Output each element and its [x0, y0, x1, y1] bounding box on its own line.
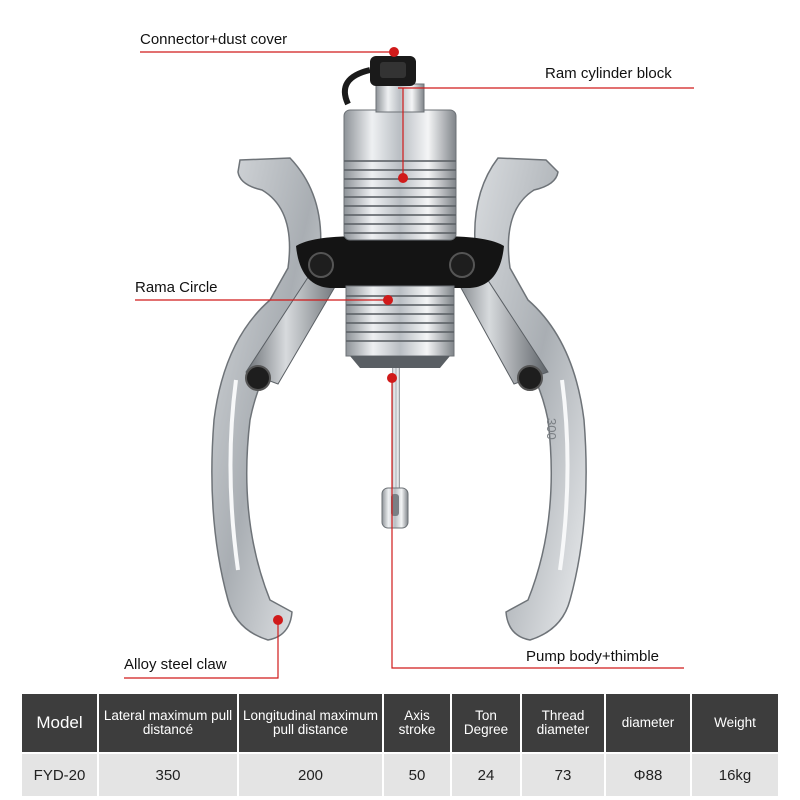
spec-header-longitudinal: Longitudinal maximum pull distance [238, 694, 384, 753]
spec-header-axis-stroke: Axis stroke [383, 694, 452, 753]
right-claw-arm: 300 [473, 157, 587, 641]
rama-circle-yoke [296, 236, 504, 288]
spec-cell-axis-stroke: 50 [383, 752, 452, 796]
pivot-bolts [245, 252, 543, 391]
spec-cell-model: FYD-20 [22, 752, 99, 796]
ram-cylinder-block [343, 109, 457, 368]
callout-lines [124, 51, 694, 679]
left-claw-arm [211, 157, 322, 641]
spec-header-ton-degree: Ton Degree [451, 694, 522, 753]
spec-header-row: Model Lateral maximum pull distancé Long… [22, 694, 778, 753]
pump-body-thimble [381, 368, 409, 529]
table-row: FYD-20 350 200 50 24 73 Φ88 16kg [22, 752, 778, 796]
spec-cell-thread-diameter: 73 [521, 752, 606, 796]
callout-alloy-steel-claw: Alloy steel claw [124, 656, 227, 673]
callout-ram-cylinder-block: Ram cylinder block [545, 65, 672, 82]
callout-connector-dust-cover: Connector+dust cover [140, 31, 288, 48]
puller-illustration: 300 [124, 47, 694, 679]
spec-cell-lateral: 350 [98, 752, 239, 796]
spec-cell-ton-degree: 24 [451, 752, 522, 796]
spec-cell-diameter: Φ88 [605, 752, 692, 796]
connector-dust-cover [341, 56, 425, 113]
callout-pump-body-thimble: Pump body+thimble [526, 648, 659, 665]
spec-cell-longitudinal: 200 [238, 752, 384, 796]
spec-header-thread-diameter: Thread diameter [521, 694, 606, 753]
callout-rama-circle: Rama Circle [135, 279, 218, 296]
claw-engraving: 300 [544, 418, 559, 440]
spec-header-weight: Weight [691, 694, 778, 753]
spec-header-model: Model [22, 694, 99, 753]
spec-table: Model Lateral maximum pull distancé Long… [22, 694, 778, 796]
spec-header-diameter: diameter [605, 694, 692, 753]
callout-dots [273, 47, 408, 625]
spec-header-lateral: Lateral maximum pull distancé [98, 694, 239, 753]
spec-cell-weight: 16kg [691, 752, 778, 796]
